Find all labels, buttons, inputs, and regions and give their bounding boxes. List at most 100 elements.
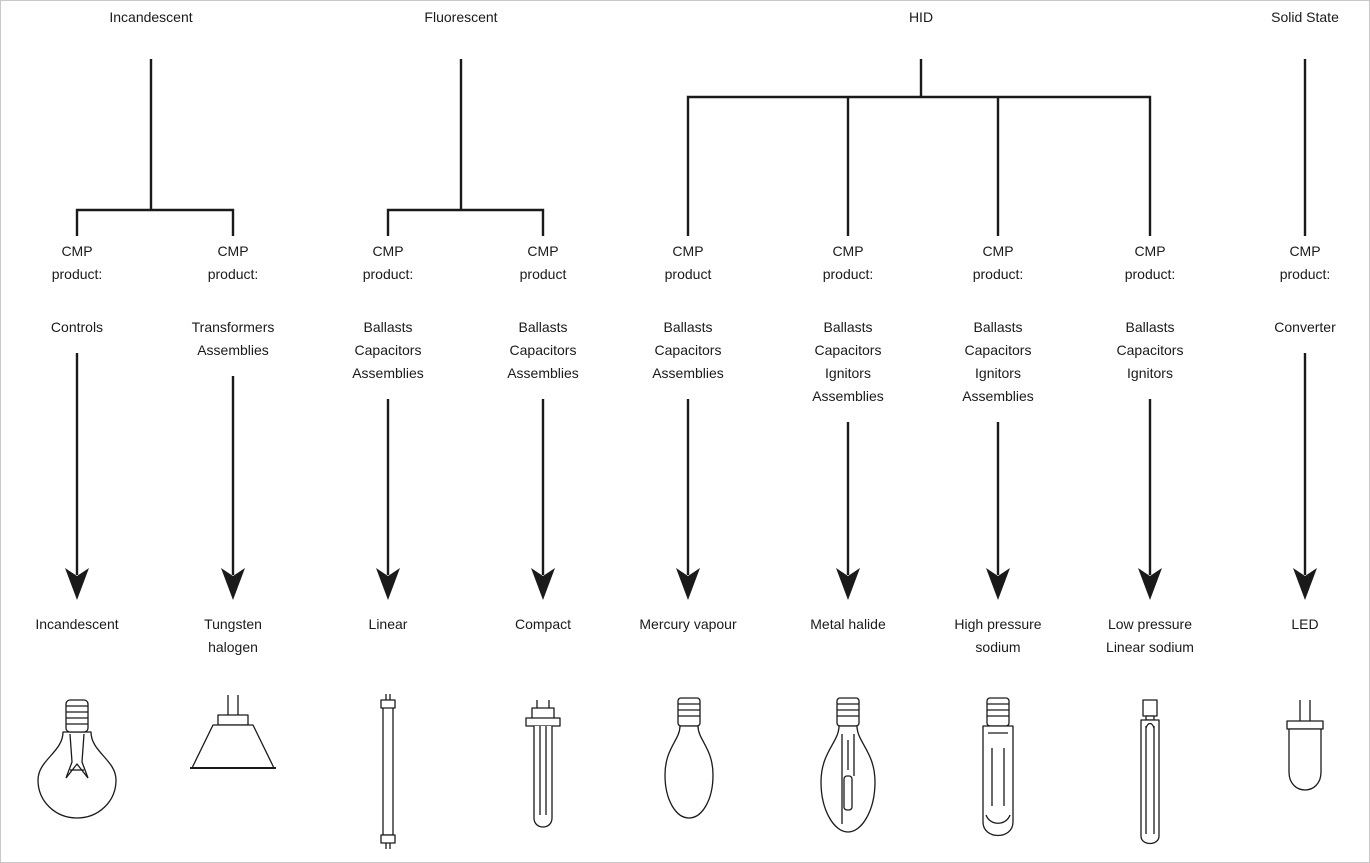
cmp-label-low-pressure-sodium-line: CMP: [1134, 243, 1166, 259]
cmp-products-metal-halide-line: Assemblies: [812, 388, 884, 404]
compact-fluorescent-icon: [525, 700, 561, 828]
arrow-head-led: [1293, 568, 1317, 600]
low-pressure-sodium-lamp-icon: [1140, 699, 1160, 845]
category-solid-state: Solid State: [1271, 6, 1339, 29]
cmp-products-linear-line: Ballasts: [363, 319, 413, 335]
cmp-label-led-line: product:: [1279, 266, 1331, 282]
cmp-products-linear-line: Capacitors: [354, 342, 422, 358]
lamp-name-high-pressure-sodium-line: High pressure: [954, 616, 1042, 632]
cmp-label-mercury-vapour-line: CMP: [672, 243, 704, 259]
cmp-label-low-pressure-sodium: CMP product:: [1125, 240, 1176, 286]
cmp-products-mercury-vapour-line: Capacitors: [654, 342, 722, 358]
category-hid-line: HID: [908, 9, 934, 25]
cmp-label-high-pressure-sodium-line: product:: [972, 266, 1024, 282]
lamp-name-high-pressure-sodium: High pressure sodium: [954, 613, 1041, 659]
lamp-name-compact: Compact: [515, 613, 571, 636]
cmp-label-linear-line: product:: [362, 266, 414, 282]
lamp-name-tungsten-halogen-line: halogen: [208, 639, 258, 655]
cmp-label-metal-halide: CMP product:: [823, 240, 874, 286]
arrow-head-linear: [376, 568, 400, 600]
cmp-label-metal-halide-line: CMP: [832, 243, 864, 259]
cmp-products-high-pressure-sodium-line: Ballasts: [973, 319, 1023, 335]
cmp-products-led-line: Converter: [1274, 319, 1336, 335]
linear-tube-icon: [380, 694, 396, 849]
cmp-label-linear: CMP product:: [363, 240, 414, 286]
cmp-label-tungsten-halogen: CMP product:: [208, 240, 259, 286]
lamp-name-high-pressure-sodium-line: sodium: [975, 639, 1021, 655]
lamp-name-mercury-vapour-line: Mercury vapour: [639, 616, 737, 632]
cmp-label-high-pressure-sodium: CMP product:: [973, 240, 1024, 286]
lamp-name-mercury-vapour: Mercury vapour: [639, 613, 736, 636]
lamp-name-incandescent-line: Incandescent: [35, 616, 119, 632]
fluorescent-bracket: [386, 208, 545, 236]
cmp-products-compact-line: Ballasts: [518, 319, 568, 335]
lamp-name-tungsten-halogen: Tungsten halogen: [204, 613, 262, 659]
cmp-products-high-pressure-sodium-line: Capacitors: [964, 342, 1032, 358]
cmp-label-low-pressure-sodium-line: product:: [1124, 266, 1176, 282]
lamp-name-incandescent: Incandescent: [35, 613, 118, 636]
cmp-products-led: Converter: [1274, 316, 1335, 339]
cmp-label-tungsten-halogen-line: product:: [207, 266, 259, 282]
cmp-products-metal-halide-line: Capacitors: [814, 342, 882, 358]
lamp-name-low-pressure-sodium-line: Linear sodium: [1106, 639, 1194, 655]
category-fluorescent-line: Fluorescent: [424, 9, 498, 25]
lamp-name-linear-line: Linear: [368, 616, 408, 632]
arrow-head-mercury-vapour: [676, 568, 700, 600]
cmp-products-incandescent-line: Controls: [50, 319, 104, 335]
cmp-products-compact-line: Assemblies: [507, 365, 579, 381]
cmp-label-high-pressure-sodium-line: CMP: [982, 243, 1014, 259]
arrow-head-low-pressure-sodium: [1138, 568, 1162, 600]
halogen-reflector-icon: [190, 695, 276, 769]
lamp-name-led: LED: [1291, 613, 1318, 636]
cmp-products-low-pressure-sodium-line: Ballasts: [1125, 319, 1175, 335]
cmp-label-incandescent-line: product:: [51, 266, 103, 282]
arrow-head-compact: [531, 568, 555, 600]
incandescent-bracket: [75, 208, 235, 236]
cmp-label-incandescent: CMP product:: [52, 240, 103, 286]
cmp-label-metal-halide-line: product:: [822, 266, 874, 282]
arrow-head-high-pressure-sodium: [986, 568, 1010, 600]
category-incandescent: Incandescent: [109, 6, 192, 29]
cmp-products-tungsten-halogen-line: Assemblies: [197, 342, 269, 358]
cmp-label-mercury-vapour-line: product: [664, 266, 712, 282]
cmp-products-low-pressure-sodium-line: Ignitors: [1127, 365, 1173, 381]
arrow-head-metal-halide: [836, 568, 860, 600]
lamp-name-low-pressure-sodium-line: Low pressure: [1107, 616, 1193, 632]
cmp-products-incandescent: Controls: [51, 316, 103, 339]
lamp-name-linear: Linear: [369, 613, 408, 636]
cmp-products-tungsten-halogen-line: Transformers: [191, 319, 275, 335]
cmp-products-high-pressure-sodium-line: Assemblies: [962, 388, 1034, 404]
cmp-label-tungsten-halogen-line: CMP: [217, 243, 249, 259]
high-pressure-sodium-bulb-icon: [982, 697, 1014, 836]
cmp-products-metal-halide-line: Ballasts: [823, 319, 873, 335]
category-solid-state-line: Solid State: [1271, 9, 1339, 25]
cmp-products-mercury-vapour-line: Assemblies: [652, 365, 724, 381]
led-icon: [1286, 700, 1324, 791]
mercury-vapour-bulb-icon: [664, 697, 714, 819]
cmp-label-compact-line: CMP: [527, 243, 559, 259]
cmp-products-mercury-vapour-line: Ballasts: [663, 319, 713, 335]
category-fluorescent: Fluorescent: [424, 6, 497, 29]
cmp-products-linear-line: Assemblies: [352, 365, 424, 381]
lamp-name-led-line: LED: [1291, 616, 1319, 632]
lamp-name-metal-halide: Metal halide: [810, 613, 886, 636]
arrow-head-tungsten-halogen: [221, 568, 245, 600]
cmp-label-led-line: CMP: [1289, 243, 1321, 259]
incandescent-bulb-icon: [37, 699, 117, 819]
lamp-name-tungsten-halogen-line: Tungsten: [204, 616, 262, 632]
category-hid: HID: [909, 6, 933, 29]
cmp-label-linear-line: CMP: [372, 243, 404, 259]
category-incandescent-line: Incandescent: [109, 9, 193, 25]
cmp-products-low-pressure-sodium-line: Capacitors: [1116, 342, 1184, 358]
cmp-label-incandescent-line: CMP: [61, 243, 93, 259]
